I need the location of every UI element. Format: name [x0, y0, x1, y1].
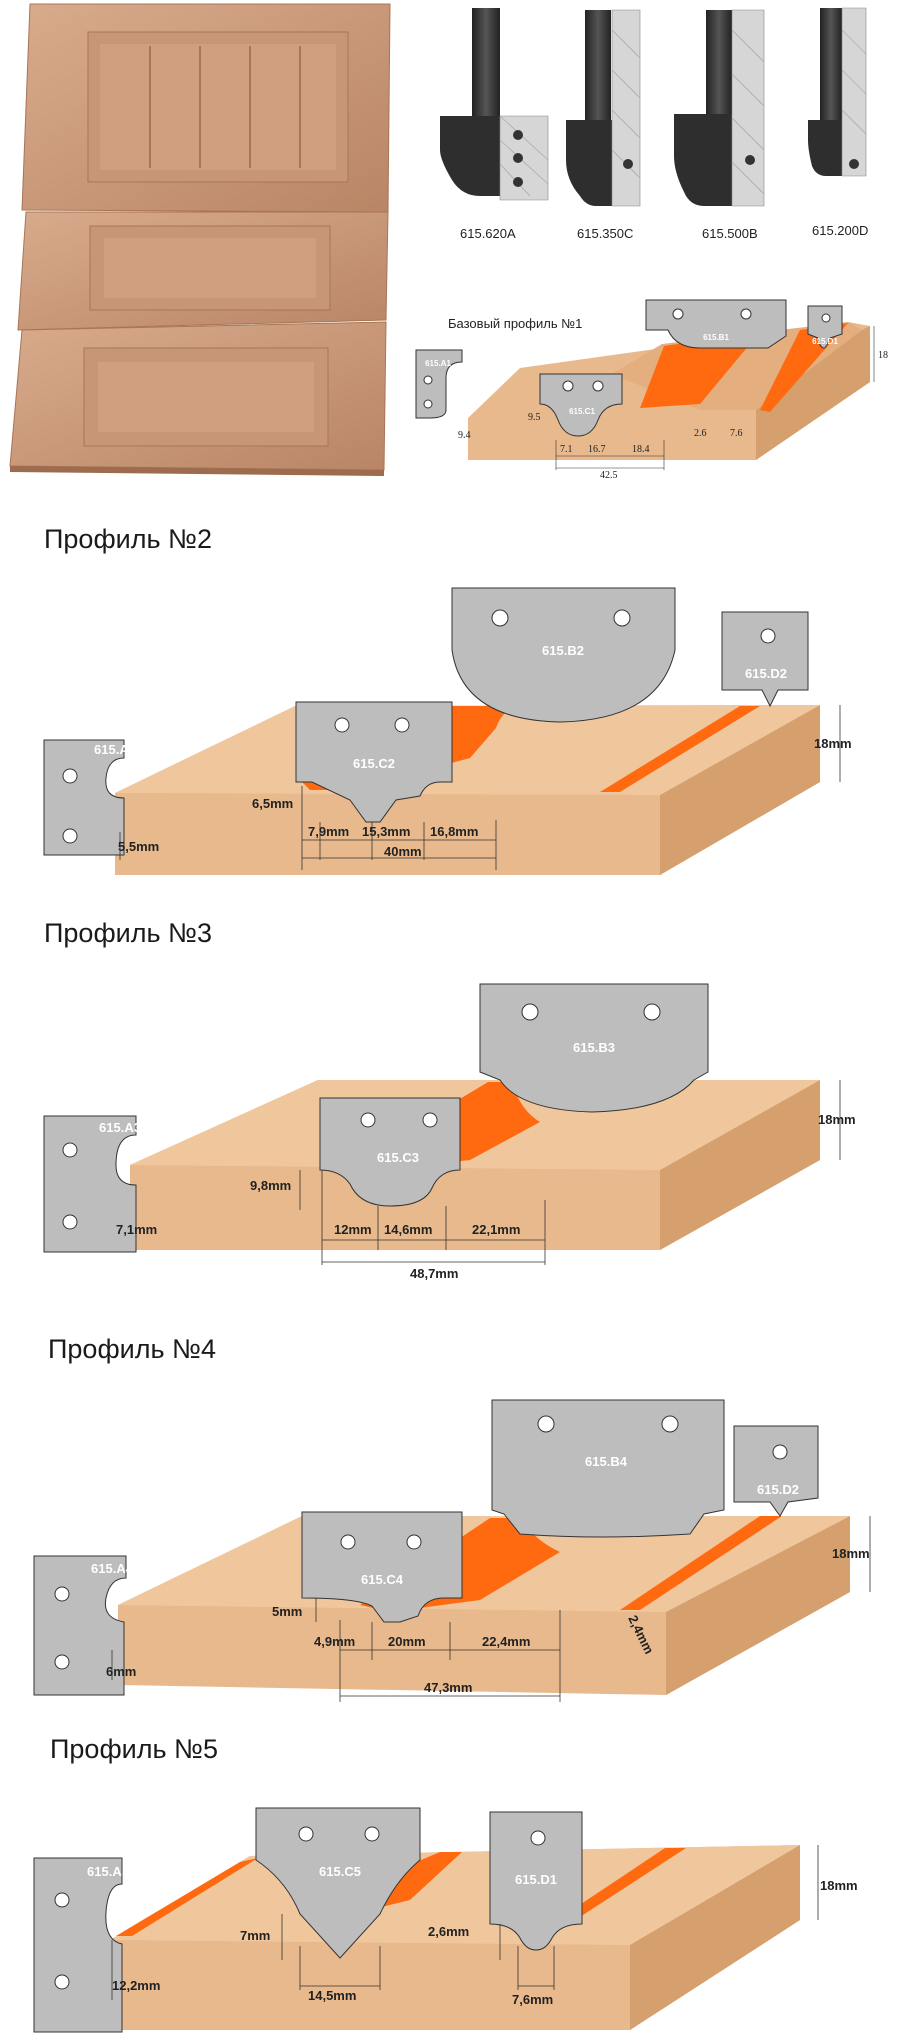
- knife-label: 615.D2: [745, 666, 787, 681]
- profile-5-diagram: 615.A5 615.C5 615.D1 12,2mm 7mm 14,5mm 2…: [33, 1807, 858, 2033]
- cutter-code-label: 615.200D: [812, 223, 868, 238]
- dim-label: 2.6: [694, 428, 707, 439]
- knife-615-B4: [491, 1399, 725, 1538]
- profile-2-title: Профиль №2: [44, 524, 213, 554]
- knife-label: 615.A5: [87, 1864, 129, 1879]
- cutter-615-350C: 615.350C: [566, 9, 641, 241]
- knife-615-C5: [255, 1807, 421, 1959]
- dim-w1: 7,9mm: [308, 824, 349, 839]
- knife-label: 615.C5: [319, 1864, 361, 1879]
- dim-groove-width: 7,6mm: [512, 1992, 553, 2007]
- dim-total: 40mm: [384, 844, 422, 859]
- dim-depth: 7mm: [240, 1928, 270, 1943]
- dim-groove-depth: 2,6mm: [428, 1924, 469, 1939]
- knife-label: 615.D2: [757, 1482, 799, 1497]
- knife-label: 615.A3: [99, 1120, 141, 1135]
- knife-label: 615.B2: [542, 643, 584, 658]
- knife-label: 615.A4: [91, 1561, 134, 1576]
- knife-label: 615.A1: [425, 359, 451, 368]
- dim-label: 9.5: [528, 412, 541, 423]
- dim-w3: 16,8mm: [430, 824, 478, 839]
- dim-edge: 7,1mm: [116, 1222, 157, 1237]
- dim-thick: 18mm: [832, 1546, 870, 1561]
- knife-615-A5: [33, 1857, 123, 2033]
- door-panels-photo: [9, 3, 391, 476]
- dim-depth: 6,5mm: [252, 796, 293, 811]
- dim-w3: 22,1mm: [472, 1222, 520, 1237]
- knife-label: 615.C1: [569, 407, 595, 416]
- knife-label: 615.B4: [585, 1454, 628, 1469]
- dim-w2: 15,3mm: [362, 824, 410, 839]
- dim-w3: 22,4mm: [482, 1634, 530, 1649]
- knife-label: 615.B1: [703, 333, 729, 342]
- profile-4-diagram: 615.A4 615.B4 615.C4 615.D2 6mm 5mm 4,9m…: [33, 1399, 871, 1702]
- dim-w1: 4,9mm: [314, 1634, 355, 1649]
- dim-thick: 18mm: [820, 1878, 858, 1893]
- dim-w2: 14,5mm: [308, 1988, 356, 2003]
- knife-label: 615.B3: [573, 1040, 615, 1055]
- knife-label: 615.C2: [353, 756, 395, 771]
- cutter-code-label: 615.350C: [577, 226, 633, 241]
- dim-edge: 6mm: [106, 1664, 136, 1679]
- dim-label: 18.4: [632, 444, 650, 455]
- knife-label: 615.D1: [812, 337, 838, 346]
- knife-label: 615.D1: [515, 1872, 557, 1887]
- profile-3-title: Профиль №3: [44, 918, 213, 948]
- knife-615-D2: [721, 611, 809, 708]
- dim-thick: 18mm: [814, 736, 852, 751]
- profile-2-diagram: 615.A2 615.B2 615.C2 615.D2 5,5mm 6,5mm …: [43, 587, 852, 875]
- dim-label: 18: [878, 350, 888, 361]
- knife-615-A2: [43, 739, 125, 856]
- profile-4-title: Профиль №4: [48, 1334, 217, 1364]
- knife-615-D2b: [733, 1425, 819, 1517]
- knife-label: 615.C3: [377, 1150, 419, 1165]
- profile-3-diagram: 615.A3 615.B3 615.C3 7,1mm 9,8mm 12mm 14…: [43, 983, 856, 1281]
- dim-w2: 14,6mm: [384, 1222, 432, 1237]
- knife-615-D1b: [489, 1811, 583, 1951]
- cutter-615-620A: 615.620A: [440, 8, 549, 241]
- dim-label: 9.4: [458, 430, 471, 441]
- dim-label: 7.6: [730, 428, 743, 439]
- dim-edge: 12,2mm: [112, 1978, 160, 1993]
- dim-depth: 5mm: [272, 1604, 302, 1619]
- knife-615-C2: [295, 701, 453, 823]
- cutter-615-200D: 615.200D: [808, 7, 868, 238]
- dim-w2: 20mm: [388, 1634, 426, 1649]
- dim-w1: 12mm: [334, 1222, 372, 1237]
- base-profile-diagram: Базовый профиль №1 615.A1 615.B1 615.C1 …: [415, 299, 888, 481]
- cutter-code-label: 615.500B: [702, 226, 758, 241]
- cutter-615-500B: 615.500B: [674, 9, 765, 241]
- dim-label: 7.1: [560, 444, 573, 455]
- dim-edge: 5,5mm: [118, 839, 159, 854]
- dim-total: 48,7mm: [410, 1266, 458, 1281]
- cutter-code-label: 615.620A: [460, 226, 516, 241]
- knife-label: 615.A2: [94, 742, 136, 757]
- dim-thick: 18mm: [818, 1112, 856, 1127]
- dim-depth: 9,8mm: [250, 1178, 291, 1193]
- dim-label: 42.5: [600, 470, 618, 481]
- dim-total: 47,3mm: [424, 1680, 472, 1695]
- dim-label: 16.7: [588, 444, 606, 455]
- knife-label: 615.C4: [361, 1572, 404, 1587]
- profile-5-title: Профиль №5: [50, 1734, 219, 1764]
- base-profile-caption: Базовый профиль №1: [448, 316, 582, 331]
